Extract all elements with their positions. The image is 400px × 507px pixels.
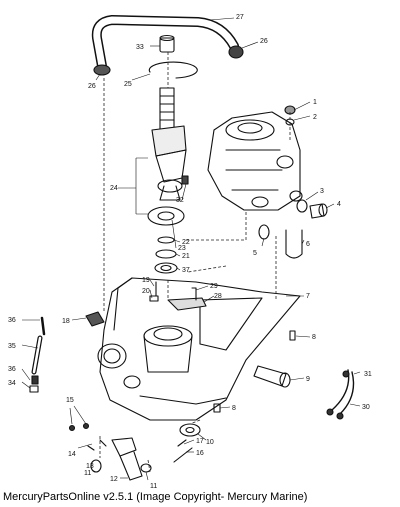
callout-31: 31 (364, 371, 372, 378)
callout-8-lower: 8 (232, 405, 236, 412)
hose-part (91, 15, 239, 71)
callout-15: 15 (66, 397, 74, 404)
callout-20: 20 (142, 288, 150, 295)
callout-4: 4 (337, 201, 341, 208)
callout-12: 12 (110, 476, 118, 483)
callout-6: 6 (306, 241, 310, 248)
plug-part (159, 34, 175, 53)
callout-32: 32 (176, 197, 184, 204)
callout-labels: 1 2 3 4 5 6 7 8 8 9 10 11 11 12 13 14 15… (8, 14, 372, 490)
callout-26-left: 26 (88, 83, 96, 90)
bearing-part (147, 206, 185, 226)
callout-11-right: 11 (150, 483, 157, 490)
callout-9: 9 (306, 376, 310, 383)
callout-7: 7 (306, 293, 310, 300)
callout-36-upper: 36 (8, 317, 16, 324)
callout-2: 2 (313, 114, 317, 121)
callout-35: 35 (8, 343, 16, 350)
u-joint-part (151, 125, 187, 201)
callout-30: 30 (362, 404, 370, 411)
callout-25: 25 (124, 81, 132, 88)
callout-5: 5 (253, 250, 257, 257)
callout-13: 13 (86, 463, 94, 470)
callout-27: 27 (236, 14, 244, 21)
callout-34: 34 (8, 380, 16, 387)
callout-21: 21 (182, 253, 190, 260)
callout-14: 14 (68, 451, 76, 458)
drive-shaft-part (159, 87, 175, 133)
callout-18: 18 (62, 318, 70, 325)
gimbal-housing-part (207, 111, 303, 211)
callout-19: 19 (142, 277, 150, 284)
callout-29: 29 (210, 283, 218, 290)
callout-10: 10 (206, 439, 214, 446)
callout-24: 24 (110, 185, 118, 192)
callout-16: 16 (196, 450, 204, 457)
callout-1: 1 (313, 99, 317, 106)
callout-33: 33 (136, 44, 144, 51)
snap-ring-part (148, 61, 198, 79)
image-caption: MercuryPartsOnline v2.5.1 (Image Copyrig… (3, 491, 308, 503)
callout-22: 22 (182, 239, 190, 246)
shift-linkage-part (68, 422, 152, 481)
callout-11-left: 11 (84, 470, 91, 477)
callout-23: 23 (178, 245, 186, 252)
callout-8-upper: 8 (312, 334, 316, 341)
callout-37: 37 (182, 267, 190, 274)
callout-3: 3 (320, 188, 324, 195)
callout-26-right: 26 (260, 38, 268, 45)
fitting-part (93, 45, 244, 76)
transom-plate-part (97, 277, 301, 421)
callout-36-lower: 36 (8, 366, 16, 373)
callout-17: 17 (196, 438, 204, 445)
callout-28: 28 (214, 293, 222, 300)
